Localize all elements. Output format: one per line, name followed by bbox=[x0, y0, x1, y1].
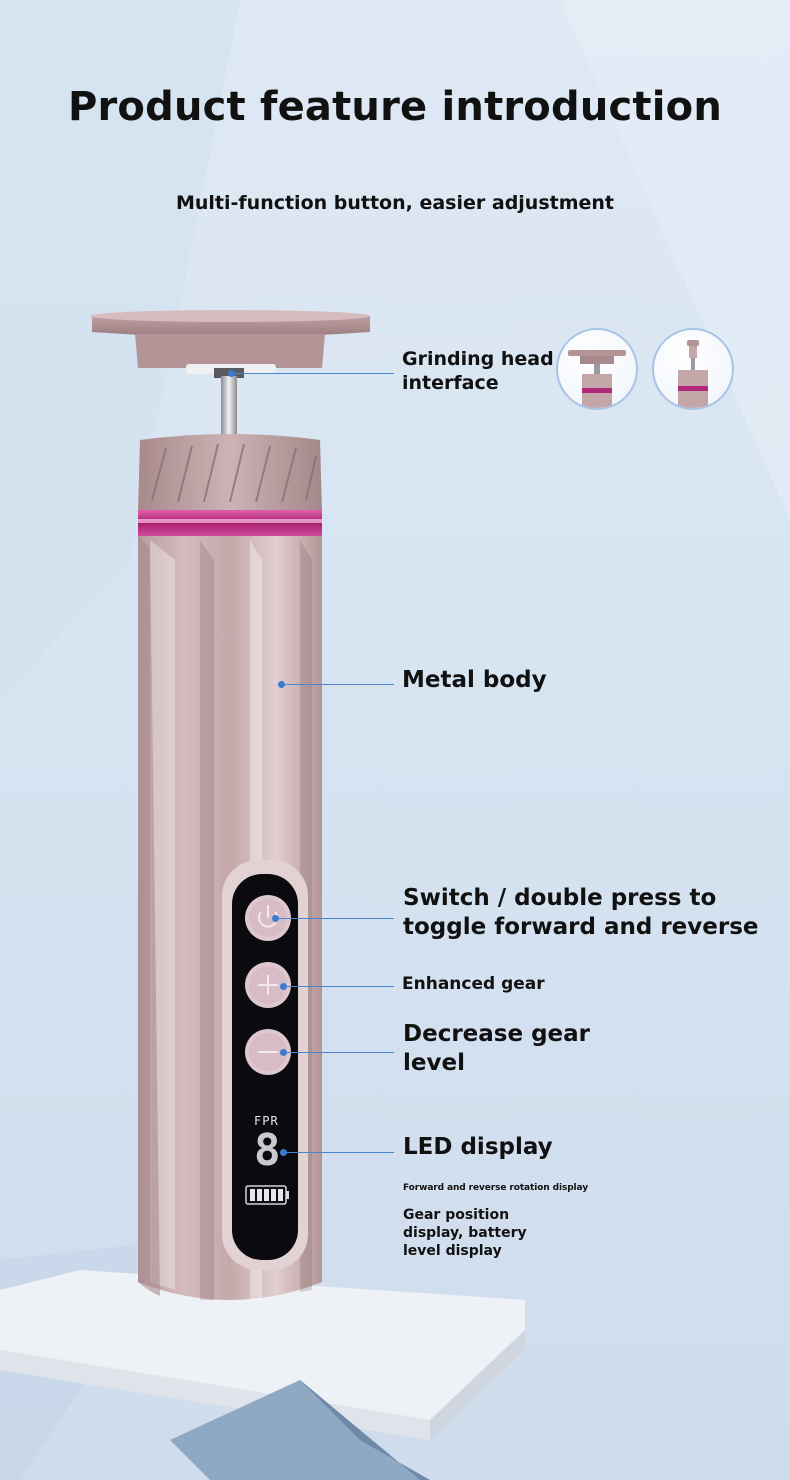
label-switch: Switch / double press to toggle forward … bbox=[403, 885, 759, 940]
leader-dot-grinding bbox=[228, 370, 235, 377]
leader-line-switch bbox=[276, 918, 394, 919]
led-digit: 8 bbox=[254, 1125, 281, 1176]
label-enhanced-gear: Enhanced gear bbox=[402, 974, 545, 994]
leader-dot-switch bbox=[272, 915, 279, 922]
led-fpr-indicator: FPR bbox=[254, 1114, 279, 1128]
leader-dot-led bbox=[280, 1149, 287, 1156]
leader-dot-decrease bbox=[280, 1049, 287, 1056]
leader-dot-enhanced bbox=[280, 983, 287, 990]
leader-line-grinding bbox=[232, 373, 394, 374]
label-grinding-head: Grinding head interface bbox=[402, 348, 554, 394]
leader-line-enhanced bbox=[284, 986, 394, 987]
label-forward-reverse-note: Forward and reverse rotation display bbox=[403, 1183, 588, 1193]
page-subtitle: Multi-function button, easier adjustment bbox=[175, 192, 615, 214]
page-title: Product feature introduction bbox=[67, 84, 723, 130]
label-gear-battery-note: Gear position display, battery level dis… bbox=[403, 1207, 527, 1260]
label-metal-body: Metal body bbox=[402, 667, 547, 693]
leader-line-led bbox=[284, 1152, 394, 1153]
label-decrease-gear: Decrease gear level bbox=[403, 1021, 591, 1076]
leader-line-metal bbox=[282, 684, 394, 685]
leader-dot-metal bbox=[278, 681, 285, 688]
grinding-disc-thumbnail bbox=[556, 328, 638, 410]
label-led-display: LED display bbox=[403, 1134, 553, 1160]
leader-line-decrease bbox=[284, 1052, 394, 1053]
drill-bit-thumbnail bbox=[652, 328, 734, 410]
power-button-graphic bbox=[245, 895, 291, 941]
